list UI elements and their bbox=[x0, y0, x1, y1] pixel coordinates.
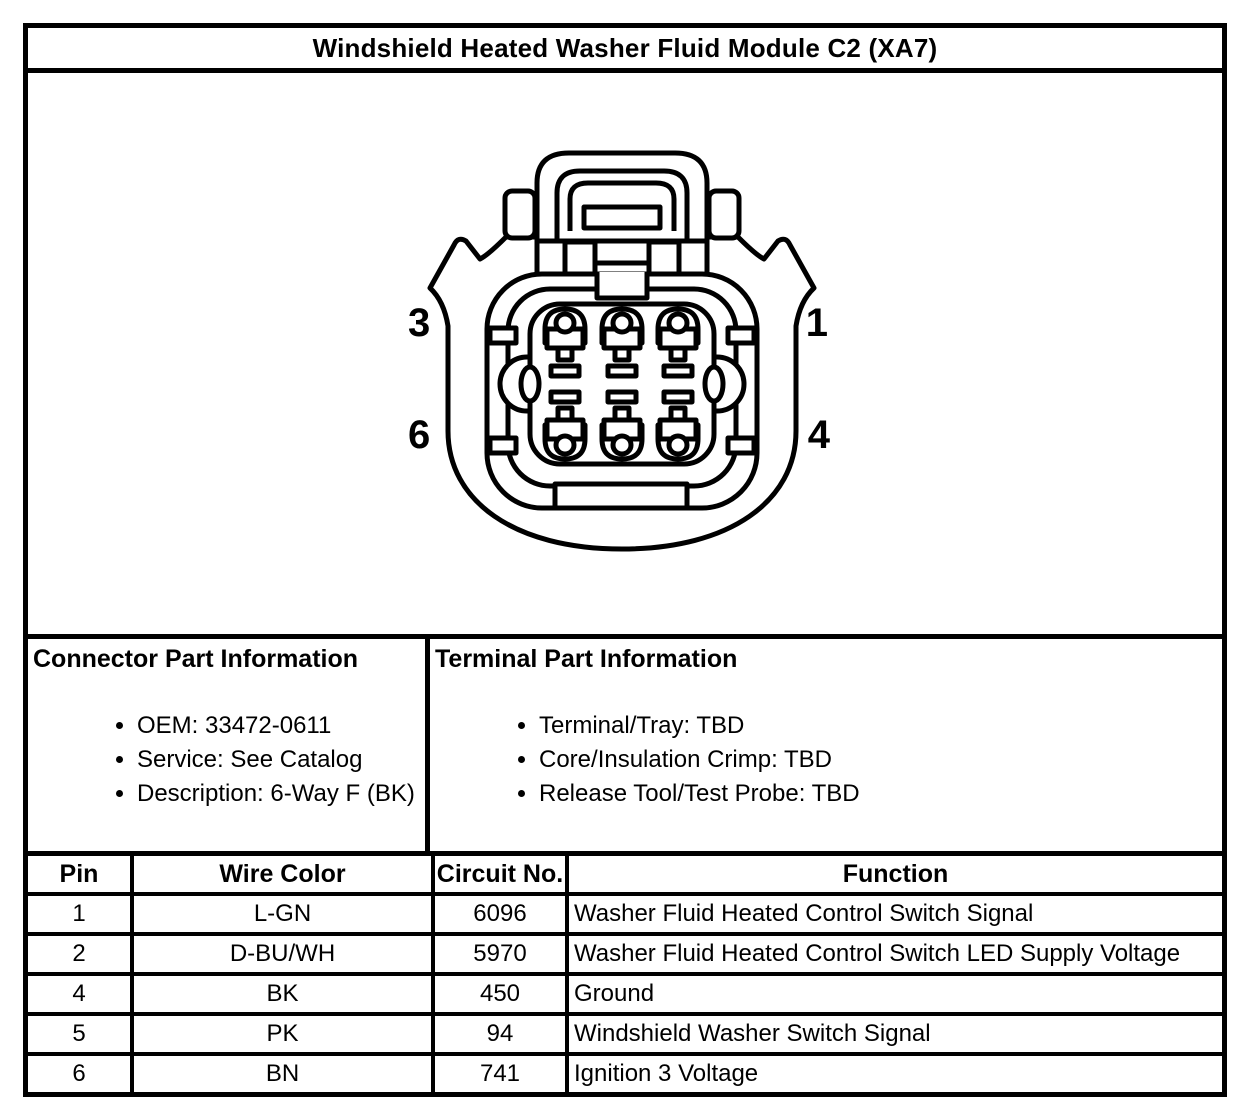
pinout-table-header-row: Pin Wire Color Circuit No. Function bbox=[28, 856, 1222, 896]
latch-side-tab-right bbox=[706, 188, 742, 241]
pin-label-bottom-right: 4 bbox=[807, 413, 830, 457]
column-header-function: Function bbox=[565, 856, 1222, 896]
pin-cell: 5 bbox=[28, 1012, 134, 1056]
pin-cell: 6 bbox=[28, 1052, 134, 1092]
pinout-table-row: 2 D-BU/WH 5970 Washer Fluid Heated Contr… bbox=[28, 932, 1222, 976]
keyway-left bbox=[518, 364, 542, 404]
column-header-wire-color: Wire Color bbox=[130, 856, 435, 896]
pinout-table-row: 4 BK 450 Ground bbox=[28, 972, 1222, 1016]
terminal-part-information-box: Terminal Part Information Terminal/Tray:… bbox=[430, 639, 1222, 851]
circuit-cell: 741 bbox=[431, 1052, 569, 1092]
circuit-cell: 450 bbox=[431, 972, 569, 1016]
terminal-info-item: Core/Insulation Crimp: TBD bbox=[539, 746, 1222, 780]
wire-color-cell: L-GN bbox=[130, 892, 435, 936]
pin-cell: 1 bbox=[28, 892, 134, 936]
circuit-cell: 5970 bbox=[431, 932, 569, 976]
column-header-pin: Pin bbox=[28, 856, 134, 896]
connector-info-list: OEM: 33472-0611 Service: See Catalog Des… bbox=[33, 712, 425, 814]
collar-block-right bbox=[646, 239, 682, 277]
latch-window bbox=[581, 204, 663, 231]
terminal-info-item: Release Tool/Test Probe: TBD bbox=[539, 780, 1222, 814]
terminal-pin-1 bbox=[658, 309, 698, 376]
connector-info-heading: Connector Part Information bbox=[33, 645, 359, 673]
page-title: Windshield Heated Washer Fluid Module C2… bbox=[312, 32, 938, 63]
latch-step-notch bbox=[594, 272, 650, 301]
pinout-table-row: 5 PK 94 Windshield Washer Switch Signal bbox=[28, 1012, 1222, 1056]
connector-sheet-frame: Windshield Heated Washer Fluid Module C2… bbox=[23, 23, 1227, 1097]
connector-info-item: Service: See Catalog bbox=[137, 746, 425, 780]
pin-label-bottom-left: 6 bbox=[408, 413, 431, 457]
terminal-pin-3 bbox=[545, 309, 585, 376]
function-cell: Ignition 3 Voltage bbox=[565, 1052, 1222, 1092]
pin-cell: 2 bbox=[28, 932, 134, 976]
notch-right-upper bbox=[725, 325, 757, 346]
pinout-table-row: 1 L-GN 6096 Washer Fluid Heated Control … bbox=[28, 892, 1222, 936]
function-cell: Washer Fluid Heated Control Switch Signa… bbox=[565, 892, 1222, 936]
notch-right-lower bbox=[725, 435, 757, 456]
column-header-circuit-no: Circuit No. bbox=[431, 856, 569, 896]
pinout-table-row: 6 BN 741 Ignition 3 Voltage bbox=[28, 1052, 1222, 1092]
terminal-pin-5 bbox=[602, 392, 642, 459]
pin-cell: 4 bbox=[28, 972, 134, 1016]
terminal-info-list: Terminal/Tray: TBD Core/Insulation Crimp… bbox=[435, 712, 1222, 814]
terminal-pin-2-top bbox=[602, 309, 642, 376]
pinout-table: Pin Wire Color Circuit No. Function 1 L-… bbox=[28, 856, 1222, 1092]
pin-label-top-left: 3 bbox=[408, 301, 431, 345]
terminal-pin-6 bbox=[545, 392, 585, 459]
keyway-right bbox=[702, 364, 726, 404]
connector-part-information-box: Connector Part Information OEM: 33472-06… bbox=[28, 639, 430, 851]
function-cell: Washer Fluid Heated Control Switch LED S… bbox=[565, 932, 1222, 976]
title-bar: Windshield Heated Washer Fluid Module C2… bbox=[28, 28, 1222, 73]
circuit-cell: 6096 bbox=[431, 892, 569, 936]
latch-arch-inner bbox=[567, 180, 677, 231]
function-cell: Ground bbox=[565, 972, 1222, 1016]
connector-info-item: Description: 6-Way F (BK) bbox=[137, 780, 425, 814]
terminal-info-heading: Terminal Part Information bbox=[435, 645, 738, 673]
function-cell: Windshield Washer Switch Signal bbox=[565, 1012, 1222, 1056]
collar-block-left bbox=[562, 239, 598, 277]
notch-left-upper bbox=[487, 325, 519, 346]
circuit-cell: 94 bbox=[431, 1012, 569, 1056]
terminal-info-item: Terminal/Tray: TBD bbox=[539, 712, 1222, 746]
wire-color-cell: PK bbox=[130, 1012, 435, 1056]
connector-diagram: 3 1 6 4 bbox=[408, 131, 834, 601]
connector-drawing-area: 3 1 6 4 bbox=[28, 73, 1222, 634]
notch-left-lower bbox=[487, 435, 519, 456]
wire-color-cell: D-BU/WH bbox=[130, 932, 435, 976]
latch-arch-outer bbox=[554, 168, 690, 241]
wire-color-cell: BK bbox=[130, 972, 435, 1016]
wire-color-cell: BN bbox=[130, 1052, 435, 1092]
pin-label-top-right: 1 bbox=[805, 301, 828, 345]
bottom-band bbox=[552, 481, 690, 511]
connector-info-item: OEM: 33472-0611 bbox=[137, 712, 425, 746]
connector-face-drawing bbox=[427, 150, 817, 552]
latch-side-tab-left bbox=[502, 188, 538, 241]
part-information-row: Connector Part Information OEM: 33472-06… bbox=[28, 634, 1222, 856]
terminal-pin-4 bbox=[658, 392, 698, 459]
